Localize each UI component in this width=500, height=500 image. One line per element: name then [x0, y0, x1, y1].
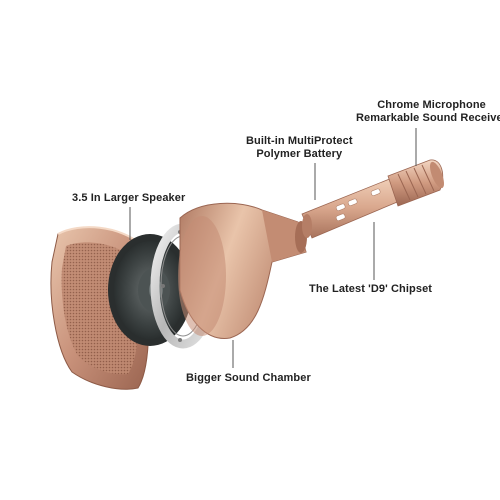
- microphone-handle: [301, 177, 403, 239]
- leader-lines: [129, 128, 417, 368]
- microphone-head: [387, 159, 444, 207]
- callout-chrome-microphone: Chrome Microphone Remarkable Sound Recei…: [356, 99, 500, 125]
- callout-battery: Built-in MultiProtect Polymer Battery: [246, 135, 353, 161]
- callout-chrome-microphone-title: Chrome Microphone: [377, 99, 486, 111]
- callout-battery-subtitle: Polymer Battery: [256, 148, 343, 160]
- callout-chrome-microphone-subtitle: Remarkable Sound Receiver: [356, 112, 500, 124]
- callout-speaker: 3.5 In Larger Speaker: [72, 192, 186, 204]
- callout-chipset: The Latest 'D9' Chipset: [309, 283, 433, 295]
- sound-chamber: [178, 202, 307, 339]
- callout-battery-title: Built-in MultiProtect: [246, 135, 353, 147]
- callout-sound-chamber: Bigger Sound Chamber: [186, 372, 311, 384]
